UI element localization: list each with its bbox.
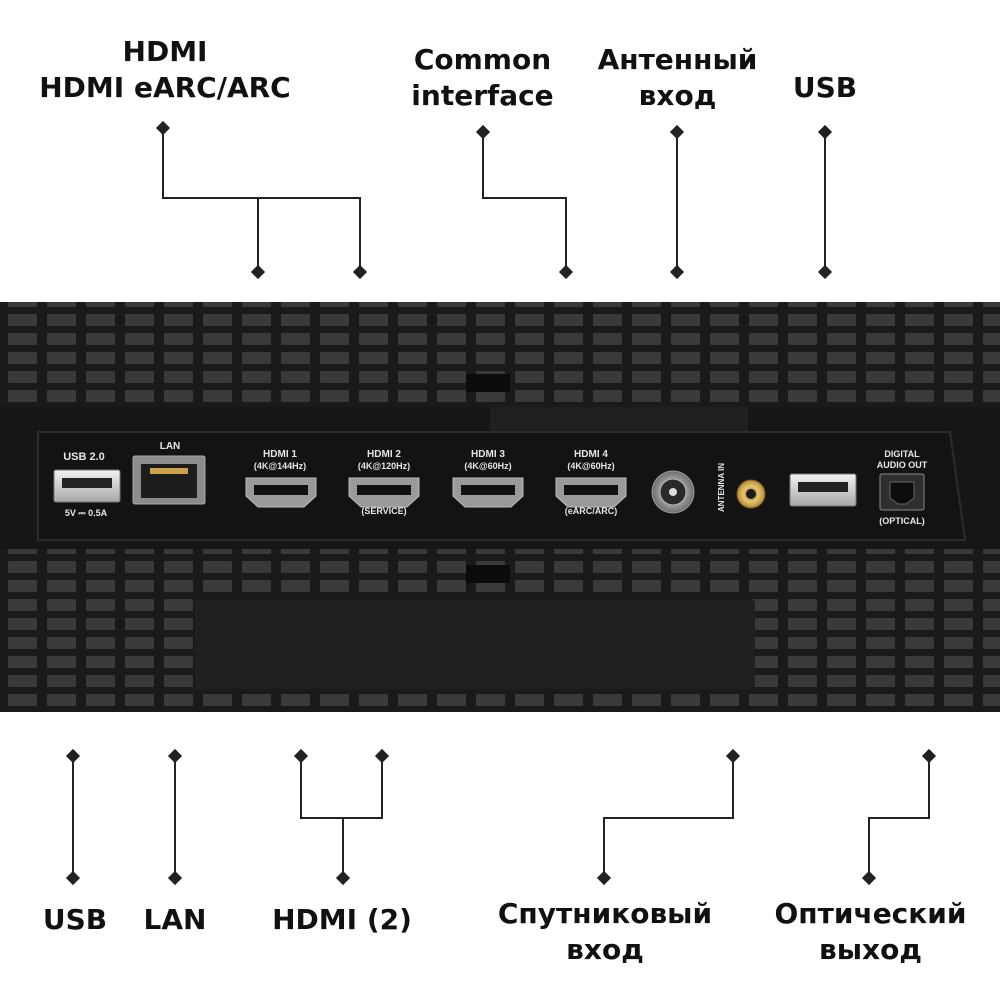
callout-optical-line1: Оптический (774, 897, 967, 930)
antenna-port-group[interactable]: ANTENNA IN (717, 463, 766, 512)
leader-dot (669, 264, 685, 280)
hdmi-4-port-group[interactable]: HDMI 4 (4K@60Hz) (eARC/ARC) (555, 449, 627, 516)
usb-right-port-group[interactable] (789, 473, 857, 507)
hdmi-2-port-group[interactable]: HDMI 2 (4K@120Hz) (SERVICE) (348, 449, 420, 516)
lan-title: LAN (160, 441, 181, 452)
hdmi-4-note: (eARC/ARC) (565, 506, 618, 516)
usb-2-title: USB 2.0 (63, 451, 105, 463)
leader-common-interface (482, 132, 567, 272)
callout-hdmi-top-line2: HDMI eARC/ARC (39, 71, 291, 104)
leader-satellite (603, 756, 734, 878)
leader-dot (167, 870, 183, 886)
leader-dot (65, 748, 81, 764)
optical-socket (889, 481, 915, 505)
hdmi-4-socket (564, 485, 618, 495)
leader-dot (861, 870, 877, 886)
leader-dot (669, 124, 685, 140)
callout-usb-bottom-line1: USB (42, 903, 108, 936)
leader-dot (352, 264, 368, 280)
clip-bottom (466, 565, 510, 583)
leader-dot (250, 264, 266, 280)
hdmi-3-title: HDMI 3 (471, 449, 505, 460)
tv-rear-panel: USB 2.0 5V ⎓ 0.5A LAN HDMI 1 (4K@144Hz) … (0, 302, 1000, 712)
callout-common-interface: Common interface (400, 42, 565, 114)
callout-satellite-line2: вход (566, 933, 644, 966)
callout-usb-top: USB (775, 70, 875, 106)
hdmi-1-sub: (4K@144Hz) (254, 461, 306, 471)
lan-contacts (150, 468, 188, 474)
callout-satellite: Спутниковый вход (490, 896, 720, 968)
hdmi-1-port-group[interactable]: HDMI 1 (4K@144Hz) (245, 449, 317, 508)
leader-dot (155, 120, 171, 136)
leader-dot (293, 748, 309, 764)
callout-common-interface-line1: Common (413, 43, 552, 76)
callout-hdmi-bottom-line1: HDMI (2) (272, 903, 412, 936)
usb-2-tongue (62, 478, 112, 488)
leader-dot (475, 124, 491, 140)
callout-antenna-line2: вход (638, 79, 717, 112)
hdmi-4-title: HDMI 4 (574, 449, 608, 460)
leader-dot (817, 124, 833, 140)
leader-dot (596, 870, 612, 886)
callout-antenna: Антенный вход (590, 42, 765, 114)
hdmi-1-title: HDMI 1 (263, 449, 297, 460)
satellite-port-pin (669, 488, 677, 496)
leader-optical (868, 756, 930, 878)
callout-lan-line1: LAN (143, 903, 207, 936)
callout-usb-bottom: USB (30, 902, 120, 938)
callout-optical: Оптический выход (768, 896, 973, 968)
leader-dot (335, 870, 351, 886)
callout-hdmi-top-line1: HDMI (122, 35, 208, 68)
usb-right-tongue (798, 482, 848, 492)
hdmi-2-note: (SERVICE) (361, 506, 406, 516)
leader-dot (725, 748, 741, 764)
leader-dot (374, 748, 390, 764)
optical-title-2: AUDIO OUT (877, 460, 928, 470)
hdmi-2-socket (357, 485, 411, 495)
callout-antenna-line1: Антенный (597, 43, 758, 76)
hdmi-4-sub: (4K@60Hz) (567, 461, 614, 471)
antenna-port-center (746, 489, 756, 499)
leader-hdmi-bottom (300, 756, 383, 819)
clip-top (466, 374, 510, 392)
bottom-flat-plate (195, 599, 755, 689)
antenna-title: ANTENNA IN (717, 463, 726, 512)
leader-dot (65, 870, 81, 886)
callout-optical-line2: выход (819, 933, 922, 966)
callout-hdmi-bottom: HDMI (2) (262, 902, 422, 938)
callout-common-interface-line2: interface (411, 79, 554, 112)
optical-note: (OPTICAL) (879, 516, 925, 526)
hdmi-2-sub: (4K@120Hz) (358, 461, 410, 471)
callout-lan: LAN (130, 902, 220, 938)
vent-slot-strip (490, 407, 748, 431)
lan-port-group[interactable]: LAN (132, 441, 206, 505)
hdmi-3-sub: (4K@60Hz) (464, 461, 511, 471)
hdmi-1-socket (254, 485, 308, 495)
hdmi-3-port-group[interactable]: HDMI 3 (4K@60Hz) (452, 449, 524, 508)
callout-hdmi-top: HDMI HDMI eARC/ARC (35, 34, 295, 106)
usb-2-rating: 5V ⎓ 0.5A (65, 508, 108, 518)
usb-2-port-group[interactable]: USB 2.0 5V ⎓ 0.5A (53, 451, 121, 518)
leader-dot (817, 264, 833, 280)
leader-dot (167, 748, 183, 764)
leader-hdmi-top (162, 128, 361, 272)
optical-title: DIGITAL (884, 449, 920, 459)
satellite-port-group[interactable] (651, 470, 695, 514)
optical-port-group[interactable]: DIGITAL AUDIO OUT (OPTICAL) (877, 449, 928, 526)
hdmi-2-title: HDMI 2 (367, 449, 401, 460)
callout-satellite-line1: Спутниковый (497, 897, 713, 930)
leader-dot (558, 264, 574, 280)
callout-usb-top-line1: USB (792, 71, 858, 104)
hdmi-3-socket (461, 485, 515, 495)
leader-dot (921, 748, 937, 764)
